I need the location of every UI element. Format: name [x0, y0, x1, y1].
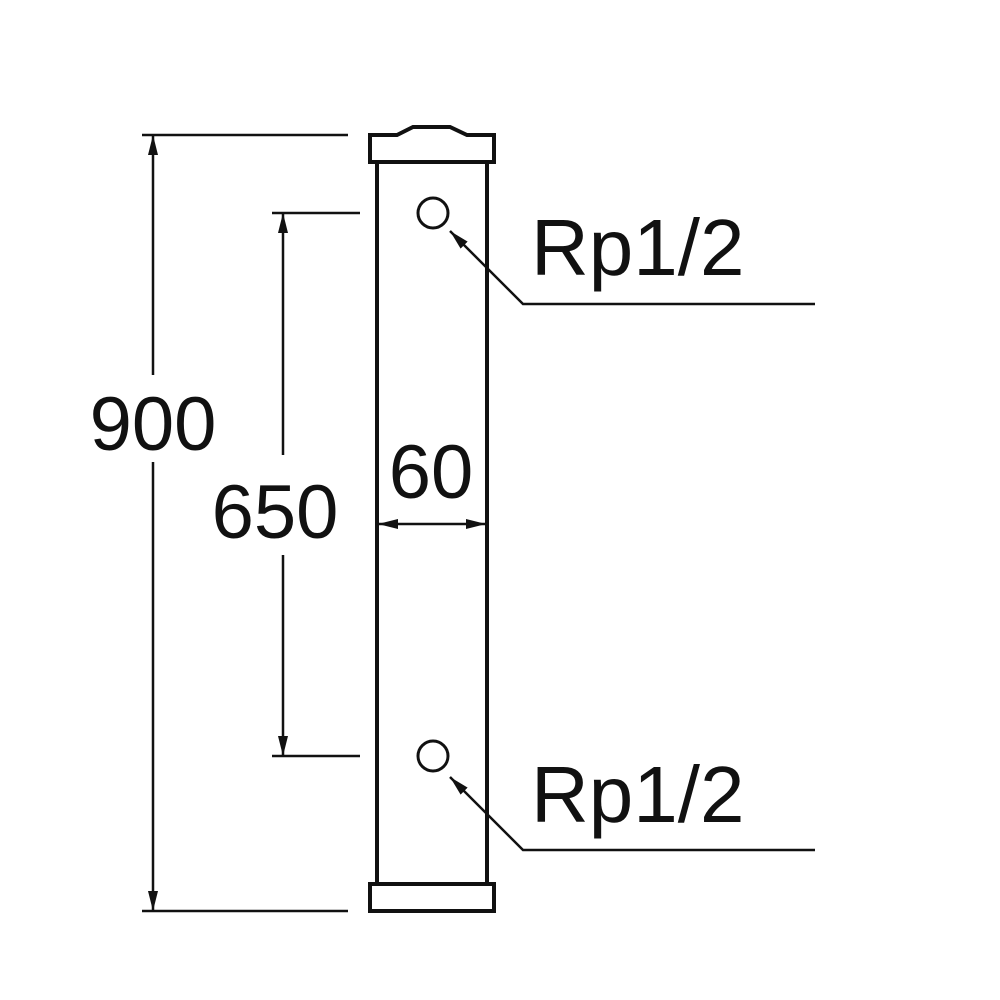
dimension-650-label: 650 [212, 470, 339, 555]
upper-port-label: Rp1/2 [531, 203, 744, 292]
lower-port-hole [416, 739, 450, 773]
lower-port-label: Rp1/2 [531, 750, 744, 839]
dimension-650 [272, 211, 360, 758]
dimension-60-label: 60 [389, 430, 474, 515]
top-cap [368, 125, 496, 164]
bottom-cap [368, 882, 496, 913]
dimension-900-label: 900 [90, 382, 217, 467]
upper-port-hole [416, 196, 450, 230]
upper-port-leader [449, 230, 815, 306]
dimension-900 [142, 133, 348, 913]
lower-port-leader [449, 776, 815, 852]
